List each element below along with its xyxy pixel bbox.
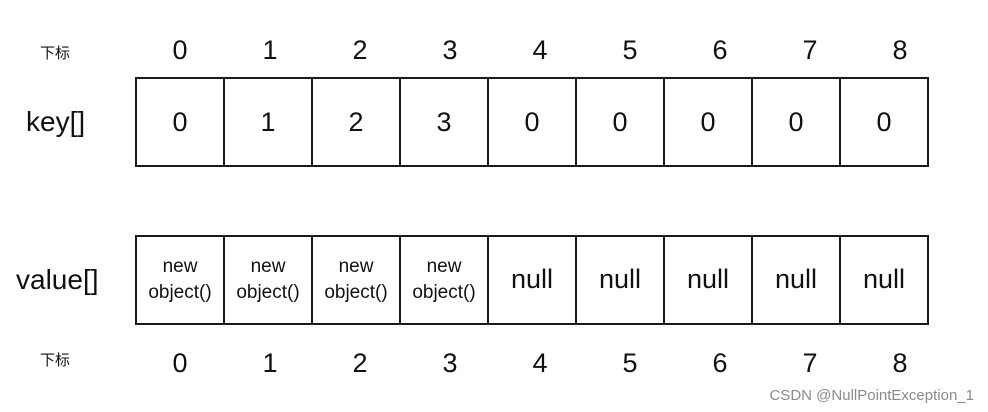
index-number: 0 <box>172 347 188 378</box>
index-number: 0 <box>172 34 188 65</box>
watermark: CSDN @NullPointException_1 <box>769 387 975 404</box>
index-number: 3 <box>442 347 458 378</box>
bottom-index-label: 下标 <box>40 351 71 369</box>
value-cell: new object() <box>135 235 225 325</box>
key-cell: 0 <box>575 77 665 167</box>
value-array-label: value[] <box>16 264 99 295</box>
key-cell: 1 <box>223 77 313 167</box>
key-cell: 2 <box>311 77 401 167</box>
index-number: 5 <box>622 347 638 378</box>
index-number: 1 <box>262 347 278 378</box>
value-cell-text: null <box>862 264 906 295</box>
value-cell-text: null <box>686 264 730 295</box>
value-cell: null <box>575 235 665 325</box>
bottom-index-row: 0 1 2 3 4 5 6 7 8 <box>135 343 945 383</box>
index-number: 5 <box>622 34 638 65</box>
top-index-row: 0 1 2 3 4 5 6 7 8 <box>135 30 945 70</box>
value-cell: null <box>839 235 929 325</box>
value-cell-text: object() <box>324 282 388 303</box>
index-number: 2 <box>352 347 368 378</box>
value-cell: new object() <box>223 235 313 325</box>
value-cell-text: null <box>774 264 818 295</box>
value-cell: null <box>487 235 577 325</box>
key-cell: 0 <box>751 77 841 167</box>
index-number: 8 <box>892 347 908 378</box>
key-cell: 0 <box>663 77 753 167</box>
value-cell-text: object() <box>236 282 300 303</box>
value-cell-text: new <box>338 256 374 278</box>
index-number: 4 <box>532 347 548 378</box>
value-cell: null <box>663 235 753 325</box>
index-number: 8 <box>892 34 908 65</box>
value-cell-text: new <box>162 256 198 278</box>
value-cell-text: object() <box>148 282 212 303</box>
top-index-label: 下标 <box>40 44 71 62</box>
index-number: 7 <box>802 34 818 65</box>
index-number: 3 <box>442 34 458 65</box>
key-cell: 0 <box>487 77 577 167</box>
value-cell-text: null <box>598 264 642 295</box>
index-number: 7 <box>802 347 818 378</box>
index-number: 2 <box>352 34 368 65</box>
key-cell: 0 <box>839 77 929 167</box>
value-cell-text: new <box>250 256 286 278</box>
value-cell-text: new <box>426 256 462 278</box>
value-cell-text: null <box>510 264 554 295</box>
value-cell: null <box>751 235 841 325</box>
key-cell: 0 <box>135 77 225 167</box>
key-cell: 3 <box>399 77 489 167</box>
key-array-label: key[] <box>26 106 86 137</box>
index-number: 4 <box>532 34 548 65</box>
index-number: 6 <box>712 34 728 65</box>
value-cell: new object() <box>399 235 489 325</box>
value-array: new object() new object() new object() new obje… <box>135 235 945 325</box>
index-number: 6 <box>712 347 728 378</box>
value-cell-text: object() <box>412 282 476 303</box>
value-cell: new object() <box>311 235 401 325</box>
index-number: 1 <box>262 34 278 65</box>
